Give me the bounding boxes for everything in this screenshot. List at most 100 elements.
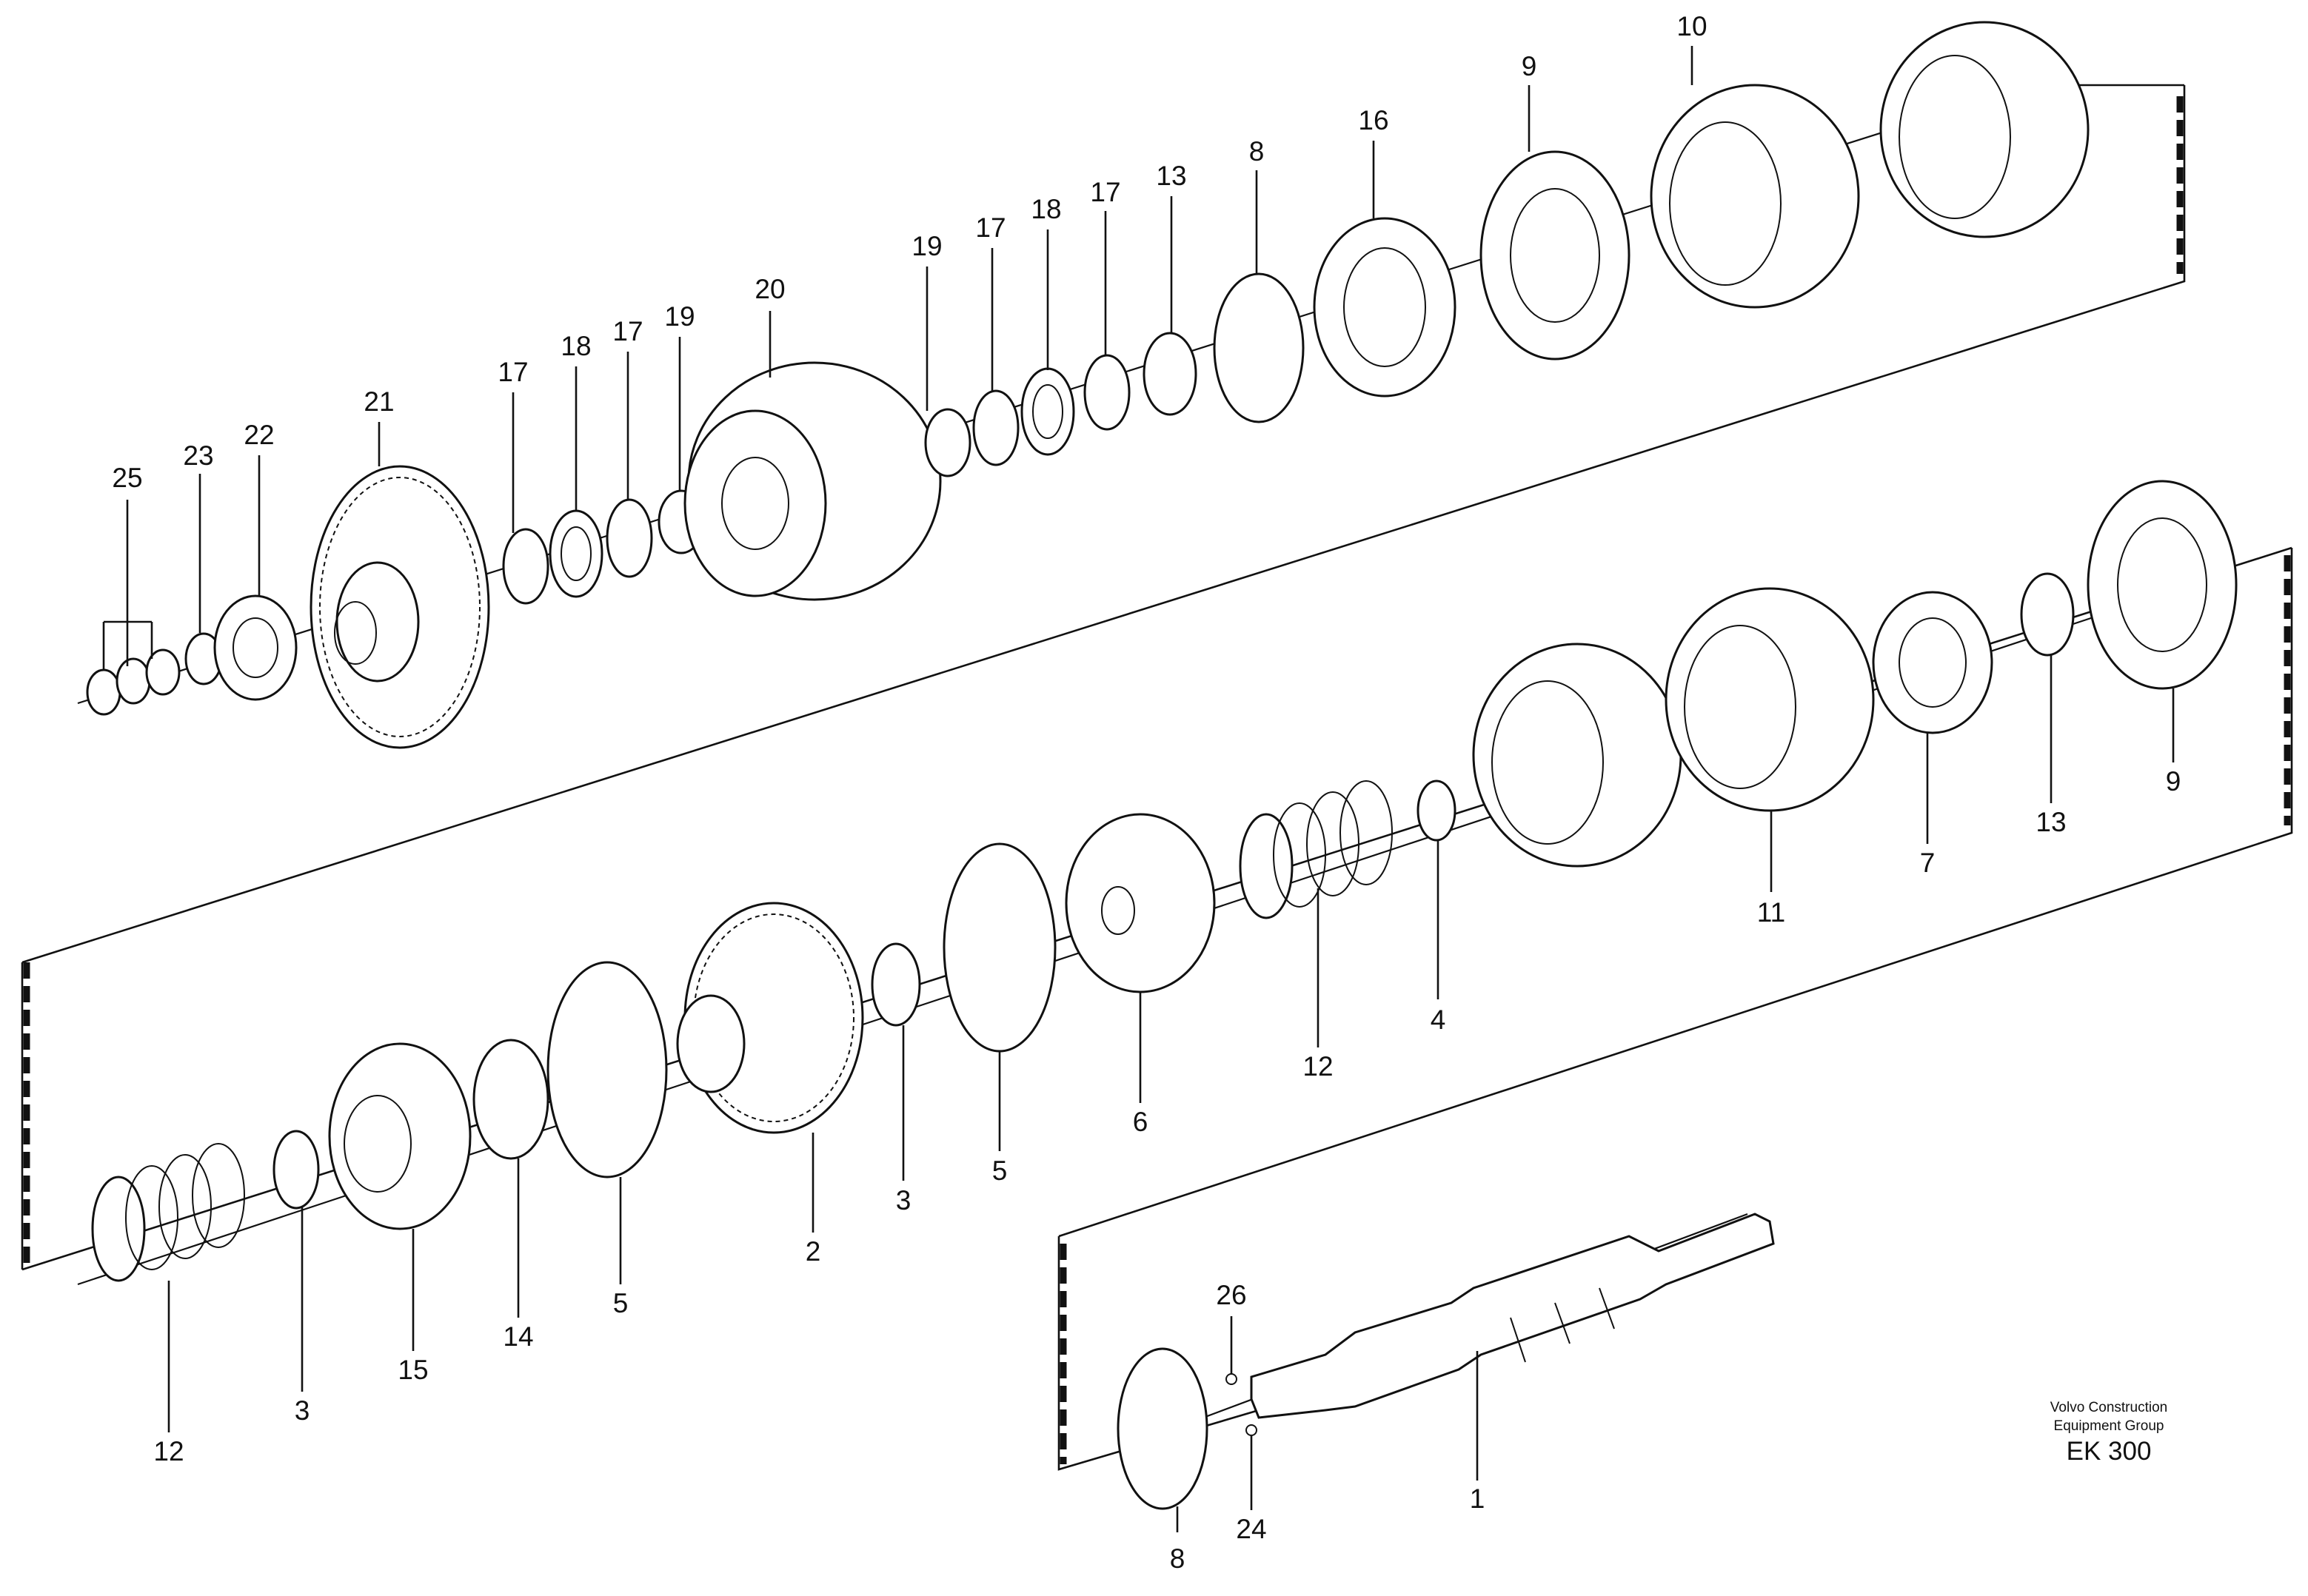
bearing-part-18b-inner	[1032, 384, 1063, 439]
callout-17b: 17	[612, 316, 643, 346]
lower-row-parts	[1117, 1213, 1775, 1510]
piston-disc-6-bore	[1101, 886, 1135, 935]
disc-plate-11b	[1665, 587, 1875, 812]
callout-13b: 13	[2036, 807, 2066, 837]
bearing-part-18a	[549, 509, 603, 598]
bearing-part-18a-inner	[561, 526, 592, 581]
disc-plate-10a	[1650, 84, 1860, 309]
upper-frame-line	[21, 85, 2186, 964]
brand-line-1: Volvo Construction	[2050, 1400, 2167, 1415]
callout-25: 25	[112, 463, 142, 493]
callout-20: 20	[755, 274, 785, 304]
disc-plate-11a	[1472, 643, 1682, 868]
main-shaft-1-spline-b	[1554, 1302, 1571, 1344]
callout-numbers: 25 23 22 21 17 18 17 19 20 19 17 18 17 1…	[112, 11, 2181, 1574]
needle-bearing-19b	[924, 408, 971, 477]
ring-part-17c	[972, 389, 1020, 466]
gear-part-21-hub	[335, 561, 420, 683]
gear-part-2-hub	[676, 994, 746, 1093]
main-shaft-1-spline-c	[1599, 1287, 1615, 1330]
lower-frame-line	[1058, 548, 2293, 1238]
callout-1: 1	[1470, 1483, 1485, 1514]
snap-ring-8a	[1213, 272, 1305, 423]
callout-22: 22	[244, 420, 274, 450]
clutch-hub-16-inner	[1343, 247, 1426, 367]
spring-12b-coil1	[91, 1176, 146, 1282]
piston-disc-6	[1065, 813, 1216, 993]
callout-23: 23	[183, 440, 213, 471]
callout-10: 10	[1676, 11, 1707, 41]
bearing-part-22-inner	[233, 617, 278, 678]
bearing-part-18b	[1020, 367, 1075, 456]
disc-plate-9b-inner	[2117, 517, 2207, 652]
main-shaft-1	[1250, 1213, 1775, 1419]
upper-row-parts	[86, 21, 2090, 749]
callout-14: 14	[503, 1321, 533, 1352]
callout-15: 15	[398, 1355, 428, 1385]
callout-2: 2	[806, 1236, 821, 1267]
callout-17d: 17	[1090, 177, 1120, 207]
ring-part-17d	[1083, 354, 1131, 431]
seal-ring-14	[472, 1039, 549, 1160]
snap-ring-3a	[871, 942, 921, 1027]
clutch-drum-20-bore	[721, 457, 789, 550]
callout-3b: 3	[295, 1395, 310, 1426]
spring-12b-coil3	[158, 1154, 212, 1259]
spring-12b-coil4	[192, 1143, 245, 1248]
middle-row-parts	[91, 480, 2238, 1282]
ring-part-4	[1416, 779, 1456, 842]
clutch-hub-7-inner	[1899, 617, 1967, 708]
spring-12a-coil1	[1239, 813, 1294, 919]
gear-part-21-bore	[334, 601, 377, 665]
callout-16: 16	[1358, 105, 1388, 135]
disc-plate-11a-inner	[1491, 680, 1604, 845]
callout-4: 4	[1431, 1005, 1446, 1035]
callout-21: 21	[364, 386, 394, 417]
callout-12b: 12	[153, 1436, 184, 1466]
callout-9a: 9	[1522, 51, 1537, 81]
seal-ring-5b	[546, 961, 668, 1178]
callout-17a: 17	[498, 357, 528, 387]
clutch-drum-20-face	[683, 409, 827, 597]
diagram-code: EK 300	[2067, 1437, 2152, 1466]
disc-plate-9a-inner	[1510, 188, 1600, 323]
brand-block: Volvo Construction Equipment Group EK 30…	[2050, 1400, 2167, 1466]
ring-part-13b	[2020, 572, 2075, 657]
callout-19a: 19	[664, 301, 695, 332]
callout-8a: 8	[1249, 136, 1265, 167]
spring-12a-coil2	[1273, 802, 1326, 908]
spring-12a-coil4	[1339, 780, 1393, 885]
snap-ring-3b	[272, 1130, 320, 1210]
snap-ring-8b	[1117, 1347, 1208, 1510]
piston-15-bore	[344, 1095, 412, 1193]
callout-26: 26	[1216, 1280, 1246, 1310]
callout-8b: 8	[1170, 1543, 1185, 1574]
brand-line-2: Equipment Group	[2054, 1418, 2164, 1434]
callout-6: 6	[1133, 1107, 1148, 1137]
clutch-hub-16	[1313, 217, 1456, 398]
ring-part-17b	[606, 498, 653, 578]
disc-plate-9a	[1479, 150, 1630, 361]
disc-plate-10b-inner	[1899, 55, 2011, 219]
callout-18b: 18	[1031, 194, 1061, 224]
ring-part-17a	[502, 528, 549, 605]
callout-24: 24	[1236, 1514, 1266, 1544]
spring-12a-coil3	[1306, 791, 1359, 896]
disc-plate-9b	[2087, 480, 2238, 690]
ring-part-25	[86, 668, 121, 716]
seal-ring-5a	[943, 842, 1057, 1053]
bearing-part-22	[213, 594, 298, 701]
assembly-frames	[21, 84, 2293, 1471]
axis-lines	[77, 80, 2215, 1441]
callout-19b: 19	[912, 231, 942, 261]
callout-11: 11	[1757, 897, 1785, 928]
small-part-26	[1225, 1373, 1237, 1385]
callout-5b: 5	[613, 1288, 629, 1318]
main-shaft-1-spline-a	[1510, 1317, 1526, 1363]
ring-part-13a	[1143, 332, 1197, 416]
callout-12a: 12	[1302, 1051, 1333, 1082]
callout-3a: 3	[896, 1185, 912, 1216]
callout-7: 7	[1920, 848, 1936, 878]
callout-18a: 18	[561, 331, 591, 361]
